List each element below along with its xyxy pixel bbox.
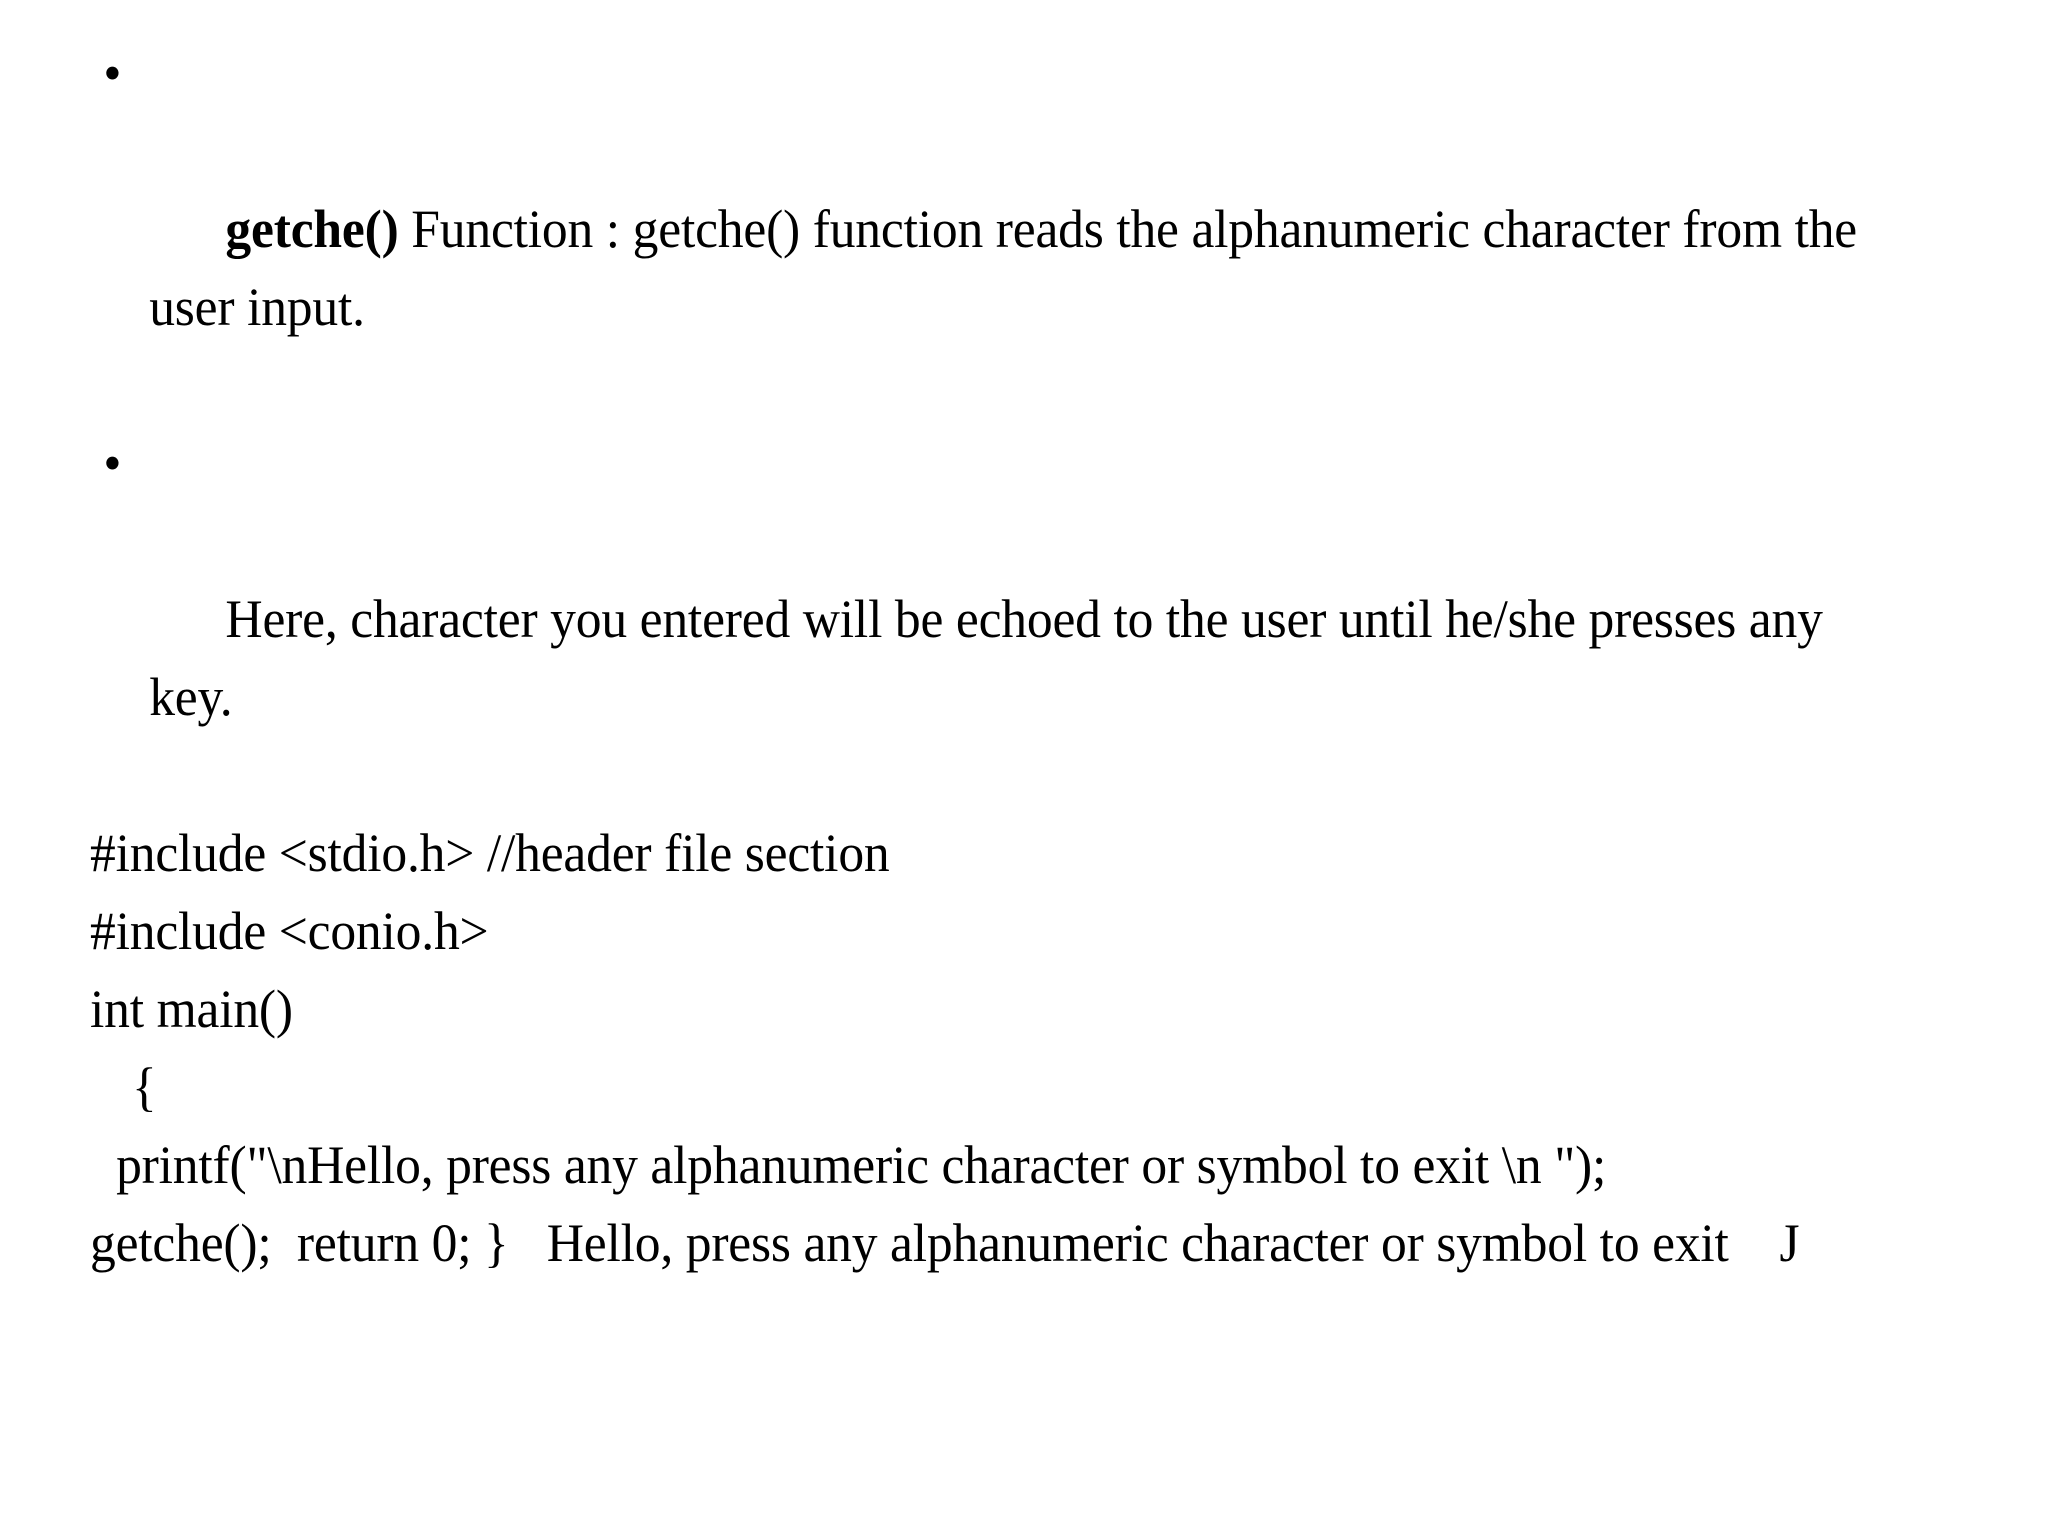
code-line-int-main: int main() [90, 979, 293, 1039]
code-line-printf-statement: printf("\nHello, press any alphanumeric … [103, 1135, 1607, 1195]
code-line-include-conio: #include <conio.h> [90, 901, 489, 961]
code-line-getche-return-output: getche(); return 0; } Hello, press any a… [90, 1213, 1800, 1273]
bullet-item-getche: • getche() Function : getche() function … [90, 34, 1885, 424]
bullet-1-strong-label: getche() Function : getche() function re… [149, 199, 1870, 337]
bullet-1-bold-term: getche() [225, 199, 399, 259]
bullet-1-text: Function : getche() function reads the a… [149, 199, 1870, 337]
bullet-2-text: Here, character you entered will be echo… [149, 589, 1836, 727]
code-line-open-brace: { [132, 1057, 157, 1117]
bullet-item-echo-note: • Here, character you entered will be ec… [90, 424, 1885, 814]
bullet-point-icon: • [103, 43, 122, 103]
code-line-include-stdio: #include <stdio.h> //header file section [90, 823, 890, 883]
slide-content-body: • getche() Function : getche() function … [90, 34, 1970, 1282]
bullet-point-icon: • [103, 433, 122, 493]
